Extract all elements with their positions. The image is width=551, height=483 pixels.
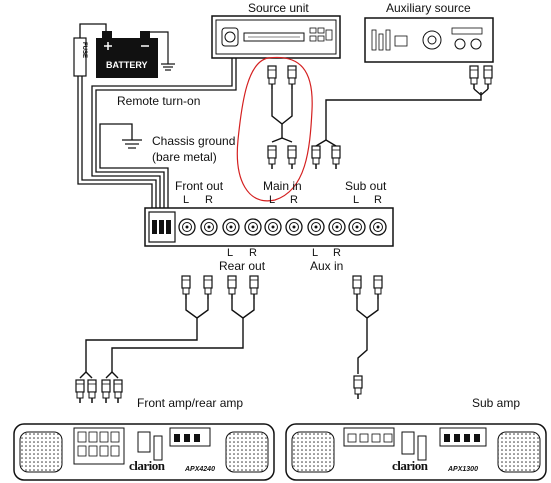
front-out-label: Front out xyxy=(175,179,224,193)
rear-out-l-jack xyxy=(222,218,240,236)
aux-in-l-label: L xyxy=(312,247,319,259)
sub-out-r-label: R xyxy=(374,194,382,206)
main-in-cable xyxy=(267,65,297,170)
aux-in-r-label: R xyxy=(333,247,341,259)
sub-out-l-label: L xyxy=(353,194,360,206)
front-out-r-label: R xyxy=(205,194,213,206)
aux-in-cable xyxy=(311,65,493,170)
auxiliary-source xyxy=(364,17,494,63)
front-out-r-jack xyxy=(200,218,218,236)
main-in-l-jack xyxy=(264,218,282,236)
front-out-l-jack xyxy=(178,218,196,236)
battery-ground-icon xyxy=(150,31,175,71)
sub-out-l-jack xyxy=(348,218,366,236)
main-in-r-jack xyxy=(285,218,303,236)
battery xyxy=(96,31,158,78)
sub-amp-brand-logo: clarion xyxy=(392,458,428,473)
sub-amp-model: APX1300 xyxy=(448,466,478,473)
rear-out-r-jack xyxy=(244,218,262,236)
aux-in-l-jack xyxy=(307,218,325,236)
aux-in-r-jack xyxy=(328,218,346,236)
power-wiring xyxy=(77,23,237,210)
rear-out-label: Rear out xyxy=(219,259,266,273)
main-in-label: Main in xyxy=(263,179,302,193)
remote-turn-on-label: Remote turn-on xyxy=(117,94,201,108)
front-amp-model: APX4240 xyxy=(185,466,215,473)
front-amp-brand-logo: clarion xyxy=(129,458,165,473)
source-unit-label: Source unit xyxy=(248,1,309,15)
sub-amp-label: Sub amp xyxy=(472,396,521,410)
sub-out-label: Sub out xyxy=(345,179,387,193)
chassis-ground-sublabel: (bare metal) xyxy=(152,150,217,164)
chassis-ground-icon xyxy=(122,139,142,149)
source-unit xyxy=(211,15,341,59)
front-amp xyxy=(13,423,275,481)
auxiliary-source-label: Auxiliary source xyxy=(386,1,471,15)
signal-processor xyxy=(144,207,394,247)
highlight-annotation xyxy=(236,56,313,202)
front-out-l-label: L xyxy=(183,194,190,206)
chassis-ground-label: Chassis ground xyxy=(152,134,236,148)
sub-amp xyxy=(285,423,547,481)
fuse-label: FUSE xyxy=(81,42,87,59)
rear-out-r-label: R xyxy=(249,247,257,259)
main-in-r-label: R xyxy=(290,194,298,206)
battery-label: BATTERY xyxy=(106,60,148,70)
rear-out-cables xyxy=(75,275,259,404)
sub-out-cable xyxy=(352,275,383,400)
sub-out-r-jack xyxy=(369,218,387,236)
front-amp-label: Front amp/rear amp xyxy=(137,396,244,410)
rear-out-l-label: L xyxy=(227,247,234,259)
aux-in-label: Aux in xyxy=(310,259,344,273)
main-in-l-label: L xyxy=(269,194,276,206)
